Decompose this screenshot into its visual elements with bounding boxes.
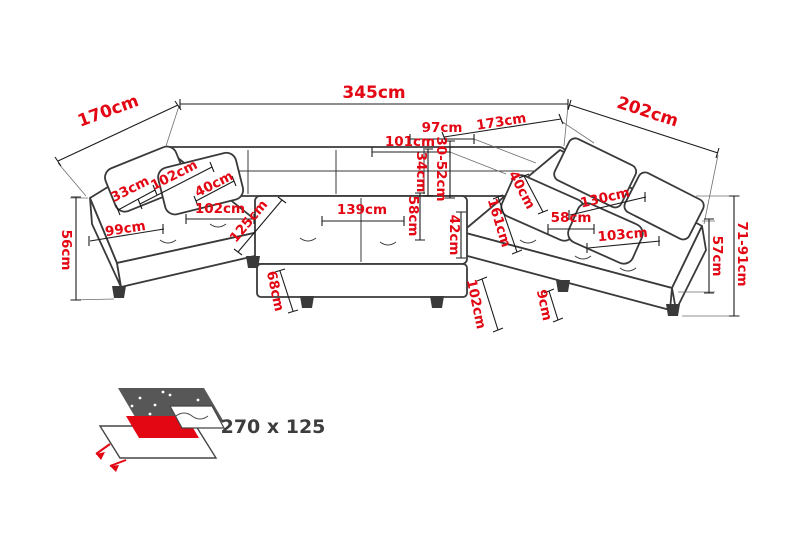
dim-seat-height-42: 42cm — [446, 215, 462, 256]
dim-back-101: 101cm — [385, 134, 435, 150]
sofa-foot — [112, 286, 126, 298]
dim-height-56: 56cm — [58, 230, 74, 271]
dimension-line-40-right — [518, 173, 549, 215]
dimension-line-202 — [567, 99, 720, 159]
dimension-line-71-91 — [729, 195, 739, 317]
sofa-foot — [666, 304, 680, 316]
sofa-foot — [556, 280, 570, 292]
dim-right-top-173: 173cm — [475, 110, 527, 134]
dimension-line-57 — [704, 218, 714, 294]
dimension-line-58-right — [547, 224, 595, 234]
dimension-line-97 — [409, 134, 475, 144]
sofa-illustration — [89, 137, 707, 316]
dimension-line-99 — [88, 224, 165, 246]
dim-height-71-91: 71-91cm — [734, 221, 750, 286]
right-headrest-2 — [623, 171, 705, 241]
sofa-foot — [300, 296, 314, 308]
dim-left-seat-102: 102cm — [195, 201, 245, 217]
dimension-line-9 — [543, 288, 564, 323]
dim-back-97: 97cm — [422, 120, 463, 136]
fold-out-arrow-1-head — [96, 452, 105, 460]
dimension-line-58-center — [415, 192, 425, 241]
right-headrest-1 — [553, 137, 638, 209]
dim-left-seat-99: 99cm — [104, 218, 147, 240]
dimension-line-102-left-seat — [185, 214, 255, 224]
dim-height-57: 57cm — [709, 236, 725, 277]
dimension-line-139 — [321, 216, 405, 226]
dimension-lines — [54, 99, 739, 333]
fold-out-arrow-2 — [109, 459, 127, 467]
dimension-line-102-front — [476, 276, 504, 333]
fold-out-arrow-2-head — [110, 465, 119, 472]
dimension-line-30-52 — [445, 140, 455, 199]
sofa-foot — [430, 296, 444, 308]
fold-out-arrow-1 — [95, 443, 111, 455]
bed-blanket — [168, 405, 226, 429]
dim-total-width: 345cm — [342, 83, 405, 103]
quilting-marks — [159, 223, 637, 272]
backrest-seams — [166, 150, 560, 194]
dimension-line-170 — [54, 100, 182, 167]
dimension-line-102-left-back — [137, 161, 215, 210]
dim-center-depth-58: 58cm — [405, 196, 421, 237]
bed-icon: 270 x 125 — [95, 388, 326, 472]
sleeping-size-label: 270 x 125 — [221, 416, 326, 438]
dimension-line-68 — [274, 268, 299, 314]
dimension-line-42 — [456, 211, 466, 259]
dim-center-seat-139: 139cm — [337, 202, 387, 218]
dim-right-seat-58: 58cm — [551, 210, 592, 226]
dimension-line-130 — [568, 192, 647, 220]
dim-front-9: 9cm — [533, 288, 555, 322]
dimension-line-33 — [115, 184, 158, 216]
right-pillow-2 — [567, 202, 644, 265]
dimension-line-103 — [586, 236, 661, 253]
dimension-line-173 — [441, 113, 564, 143]
dimension-line-56 — [71, 196, 81, 301]
dimension-line-345 — [179, 99, 569, 109]
dimension-line-40-left — [193, 175, 237, 207]
dimension-line-34 — [423, 148, 433, 197]
blanket-fold-line — [175, 412, 209, 420]
dimension-line-161 — [492, 194, 523, 255]
dim-right-seat-103: 103cm — [597, 225, 648, 245]
sofa-foot — [246, 256, 260, 268]
dimension-line-125 — [233, 196, 287, 256]
dim-backrest-34: 34cm — [413, 152, 429, 193]
dim-headrest-30-52: 30-52cm — [433, 136, 449, 201]
center-front-panel — [256, 263, 468, 298]
